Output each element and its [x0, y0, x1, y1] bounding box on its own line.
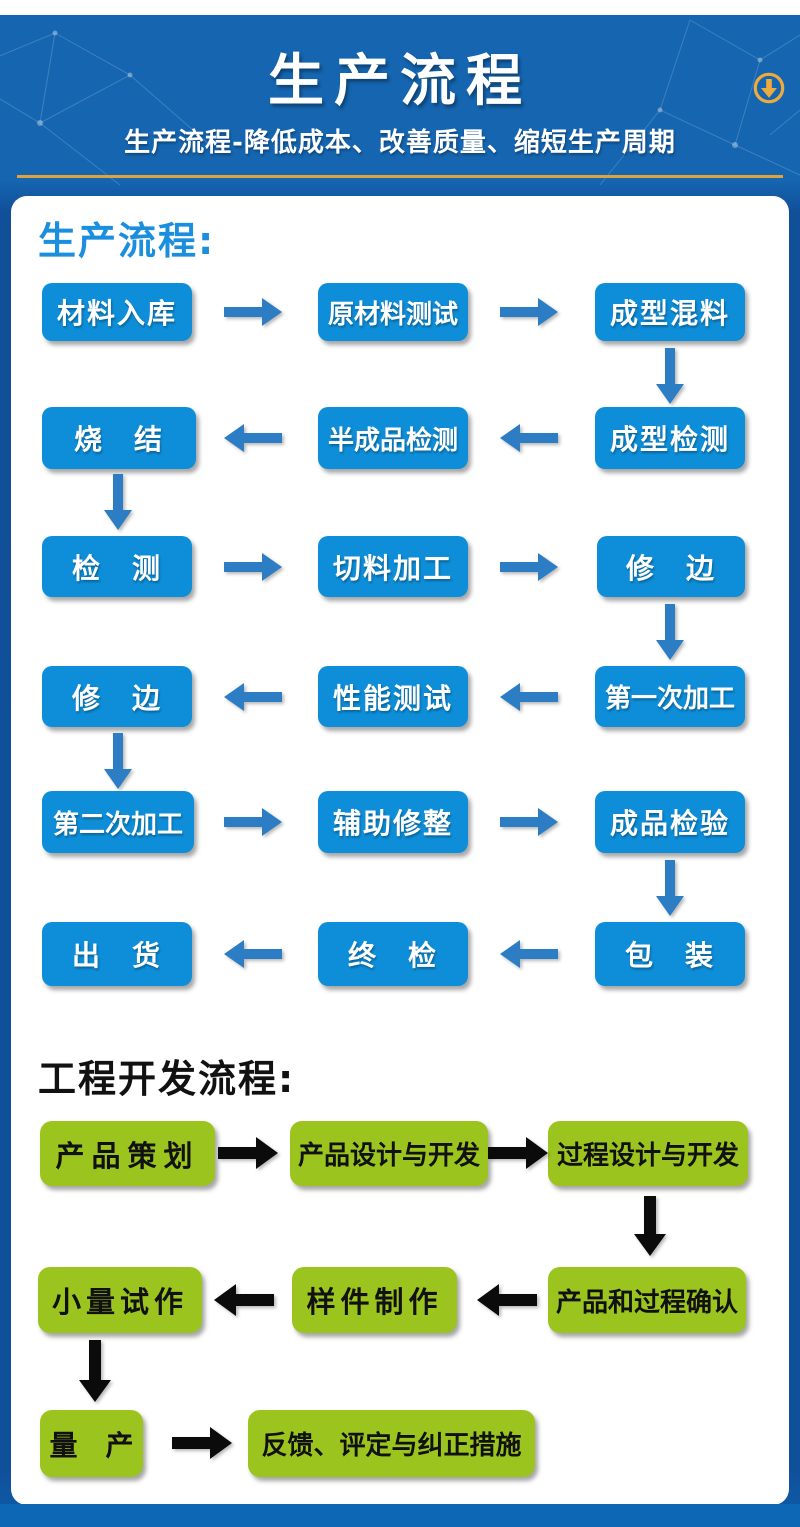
arrow-right-icon [218, 1137, 278, 1169]
flow-step-raw-material-test: 原材料测试 [318, 283, 468, 341]
flow-step-inspection: 检 测 [42, 536, 192, 597]
arrow-down-icon [656, 860, 684, 916]
bottom-strip [0, 1504, 800, 1527]
arrow-left-icon [224, 940, 282, 968]
arrow-right-icon [488, 1137, 548, 1169]
flow-step-process-design-development: 过程设计与开发 [548, 1121, 748, 1186]
arrow-left-icon [500, 683, 558, 711]
gold-divider [17, 175, 783, 178]
arrow-down-icon [79, 1340, 111, 1402]
flow-step-second-processing: 第二次加工 [42, 791, 194, 853]
flow-step-product-design-development: 产品设计与开发 [290, 1121, 488, 1186]
flow-step-packaging: 包 装 [595, 922, 745, 986]
arrow-down-icon [104, 474, 132, 530]
production-flow-heading: 生产流程: [38, 219, 216, 263]
arrow-left-icon [500, 424, 558, 452]
flow-step-mass-production: 量 产 [40, 1410, 143, 1477]
engineering-flow-heading: 工程开发流程: [38, 1057, 296, 1101]
arrow-down-icon [656, 604, 684, 660]
arrow-down-icon [634, 1196, 666, 1256]
arrow-down-icon [104, 733, 132, 789]
page-title: 生产流程 [268, 49, 532, 114]
flow-step-feedback-assessment-corrective-actions: 反馈、评定与纠正措施 [248, 1410, 535, 1477]
flow-step-performance-test: 性能测试 [318, 666, 468, 727]
flow-step-cutting-processing: 切料加工 [318, 536, 468, 597]
flow-step-material-inbound: 材料入库 [42, 283, 192, 341]
arrow-right-icon [500, 298, 558, 326]
arrow-right-icon [172, 1427, 232, 1459]
arrow-right-icon [224, 808, 282, 836]
flow-step-sample-making: 样件制作 [292, 1267, 457, 1333]
flow-step-small-batch-trial: 小量试作 [38, 1267, 202, 1333]
flow-step-trimming-1: 修 边 [597, 536, 745, 597]
flow-step-molding-inspection: 成型检测 [595, 407, 745, 469]
arrow-left-icon [224, 683, 282, 711]
arrow-left-icon [224, 424, 282, 452]
flow-step-sintering: 烧 结 [42, 407, 196, 469]
arrow-left-icon [214, 1284, 274, 1316]
flow-step-molding-mix: 成型混料 [595, 283, 745, 341]
arrow-right-icon [224, 298, 282, 326]
flow-step-product-planning: 产品策划 [40, 1121, 215, 1186]
page-subtitle: 生产流程-降低成本、改善质量、缩短生产周期 [124, 128, 676, 158]
flow-step-shipment: 出 货 [42, 922, 192, 986]
flow-step-final-inspection: 终 检 [318, 922, 468, 986]
flow-step-first-processing: 第一次加工 [595, 666, 745, 727]
arrow-down-icon [656, 348, 684, 404]
flow-step-semi-finished-inspection: 半成品检测 [318, 407, 468, 469]
scroll-down-icon[interactable] [752, 71, 786, 105]
arrow-left-icon [500, 940, 558, 968]
flow-step-product-process-confirmation: 产品和过程确认 [548, 1267, 746, 1333]
arrow-right-icon [224, 553, 282, 581]
flow-step-finished-inspection: 成品检验 [595, 791, 745, 853]
arrow-right-icon [500, 808, 558, 836]
arrow-right-icon [500, 553, 558, 581]
flow-step-auxiliary-finishing: 辅助修整 [318, 791, 468, 853]
flow-step-trimming-2: 修 边 [42, 666, 192, 727]
arrow-left-icon [477, 1284, 537, 1316]
